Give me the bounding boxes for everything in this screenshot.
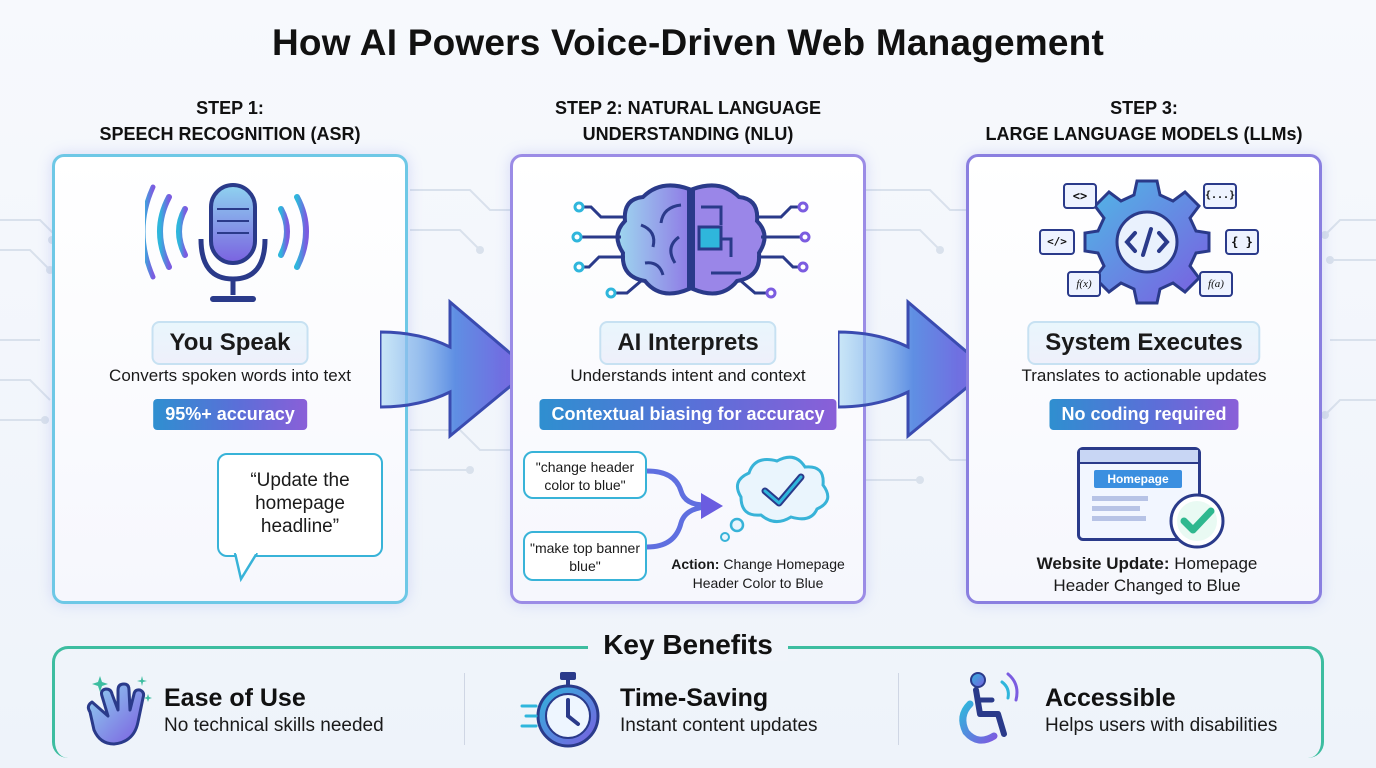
step-1-card: You Speak Converts spoken words into tex… <box>52 154 408 604</box>
code-tag-5: f(x) <box>1067 271 1101 297</box>
content-line <box>1092 516 1146 521</box>
phrase-1-text: "change header color to blue" <box>535 459 635 493</box>
content-line <box>1092 496 1148 501</box>
stopwatch-icon <box>520 672 600 748</box>
benefit-3-description: Helps users with disabilities <box>1045 715 1278 736</box>
action-text: Change Homepage Header Color to Blue <box>692 556 845 591</box>
benefit-2-title: Time-Saving <box>620 684 769 712</box>
step-2-label-line2: UNDERSTANDING (NLU) <box>582 124 794 144</box>
step-3-label-line2: LARGE LANGUAGE MODELS (LLMs) <box>985 124 1303 144</box>
action-result: Action: Change Homepage Header Color to … <box>653 555 863 593</box>
microphone-icon <box>145 183 309 302</box>
benefit-3-title: Accessible <box>1045 684 1176 712</box>
step-3-label-line1: STEP 3: <box>1110 98 1178 118</box>
flow-arrow-1 <box>380 298 533 440</box>
no-coding-badge: No coding required <box>1049 399 1239 430</box>
code-tag-6: f(a) <box>1199 271 1233 297</box>
phrase-bubble-1: "change header color to blue" <box>523 451 647 499</box>
step-2-title: STEP 2: NATURAL LANGUAGE UNDERSTANDING (… <box>510 95 866 147</box>
speech-bubble: “Update the homepage headline” <box>217 453 383 557</box>
step-3-description: Translates to actionable updates <box>1021 366 1267 385</box>
step-1-title: STEP 1: SPEECH RECOGNITION (ASR) <box>52 95 408 147</box>
code-tag-3: </> <box>1039 229 1075 255</box>
benefit-1-title: Ease of Use <box>164 684 306 712</box>
update-text: Homepage Header Changed to Blue <box>1053 554 1258 595</box>
code-tag-4: { } <box>1225 229 1259 255</box>
step-2-card: AI Interprets Understands intent and con… <box>510 154 866 604</box>
code-tag-1: <> <box>1063 183 1097 209</box>
accessibility-icon <box>959 672 1019 744</box>
system-executes-heading: System Executes <box>1027 321 1261 365</box>
homepage-header-label: Homepage <box>1094 470 1182 488</box>
step-1-description: Converts spoken words into text <box>109 366 351 385</box>
sound-wave-icon <box>81 467 205 549</box>
page-title: How AI Powers Voice-Driven Web Managemen… <box>272 22 1104 63</box>
hand-sparkle-icon <box>86 676 152 746</box>
flow-arrow-2 <box>838 298 991 440</box>
benefit-1-description: No technical skills needed <box>164 715 384 736</box>
update-label: Website Update: <box>1036 554 1170 573</box>
step-1-label-line1: STEP 1: <box>196 98 264 118</box>
step-3-title: STEP 3: LARGE LANGUAGE MODELS (LLMs) <box>966 95 1322 147</box>
accuracy-badge: 95%+ accuracy <box>153 399 307 430</box>
spoken-quote: “Update the homepage headline” <box>250 470 350 537</box>
benefit-2-description: Instant content updates <box>620 715 818 736</box>
key-benefits-title: Key Benefits <box>588 629 788 661</box>
speech-bubble-tail <box>233 553 259 583</box>
step-3-card: <> {...} </> { } f(x) f(a) System Execut… <box>966 154 1322 604</box>
step-2-label-line1: STEP 2: NATURAL LANGUAGE <box>554 98 822 118</box>
step-1-label-line2: SPEECH RECOGNITION (ASR) <box>99 124 361 144</box>
phrase-bubble-2: "make top banner blue" <box>523 531 647 581</box>
contextual-biasing-badge: Contextual biasing for accuracy <box>539 399 837 430</box>
code-tag-2: {...} <box>1203 183 1237 209</box>
benefit-divider <box>898 673 899 745</box>
step-2-description: Understands intent and context <box>570 366 806 385</box>
you-speak-heading: You Speak <box>151 321 309 365</box>
browser-toolbar <box>1080 450 1198 464</box>
gear-code-icon <box>1083 179 1211 305</box>
ai-interprets-heading: AI Interprets <box>599 321 777 365</box>
content-line <box>1092 506 1140 511</box>
phrase-2-text: "make top banner blue" <box>529 540 641 574</box>
merge-arrow-and-thought-cloud <box>646 455 830 550</box>
success-check-icon <box>1169 493 1225 549</box>
action-label: Action: <box>671 556 720 572</box>
benefit-divider <box>464 673 465 745</box>
brain-circuit-icon <box>571 183 811 299</box>
website-update-result: Website Update: Homepage Header Changed … <box>1009 553 1285 597</box>
